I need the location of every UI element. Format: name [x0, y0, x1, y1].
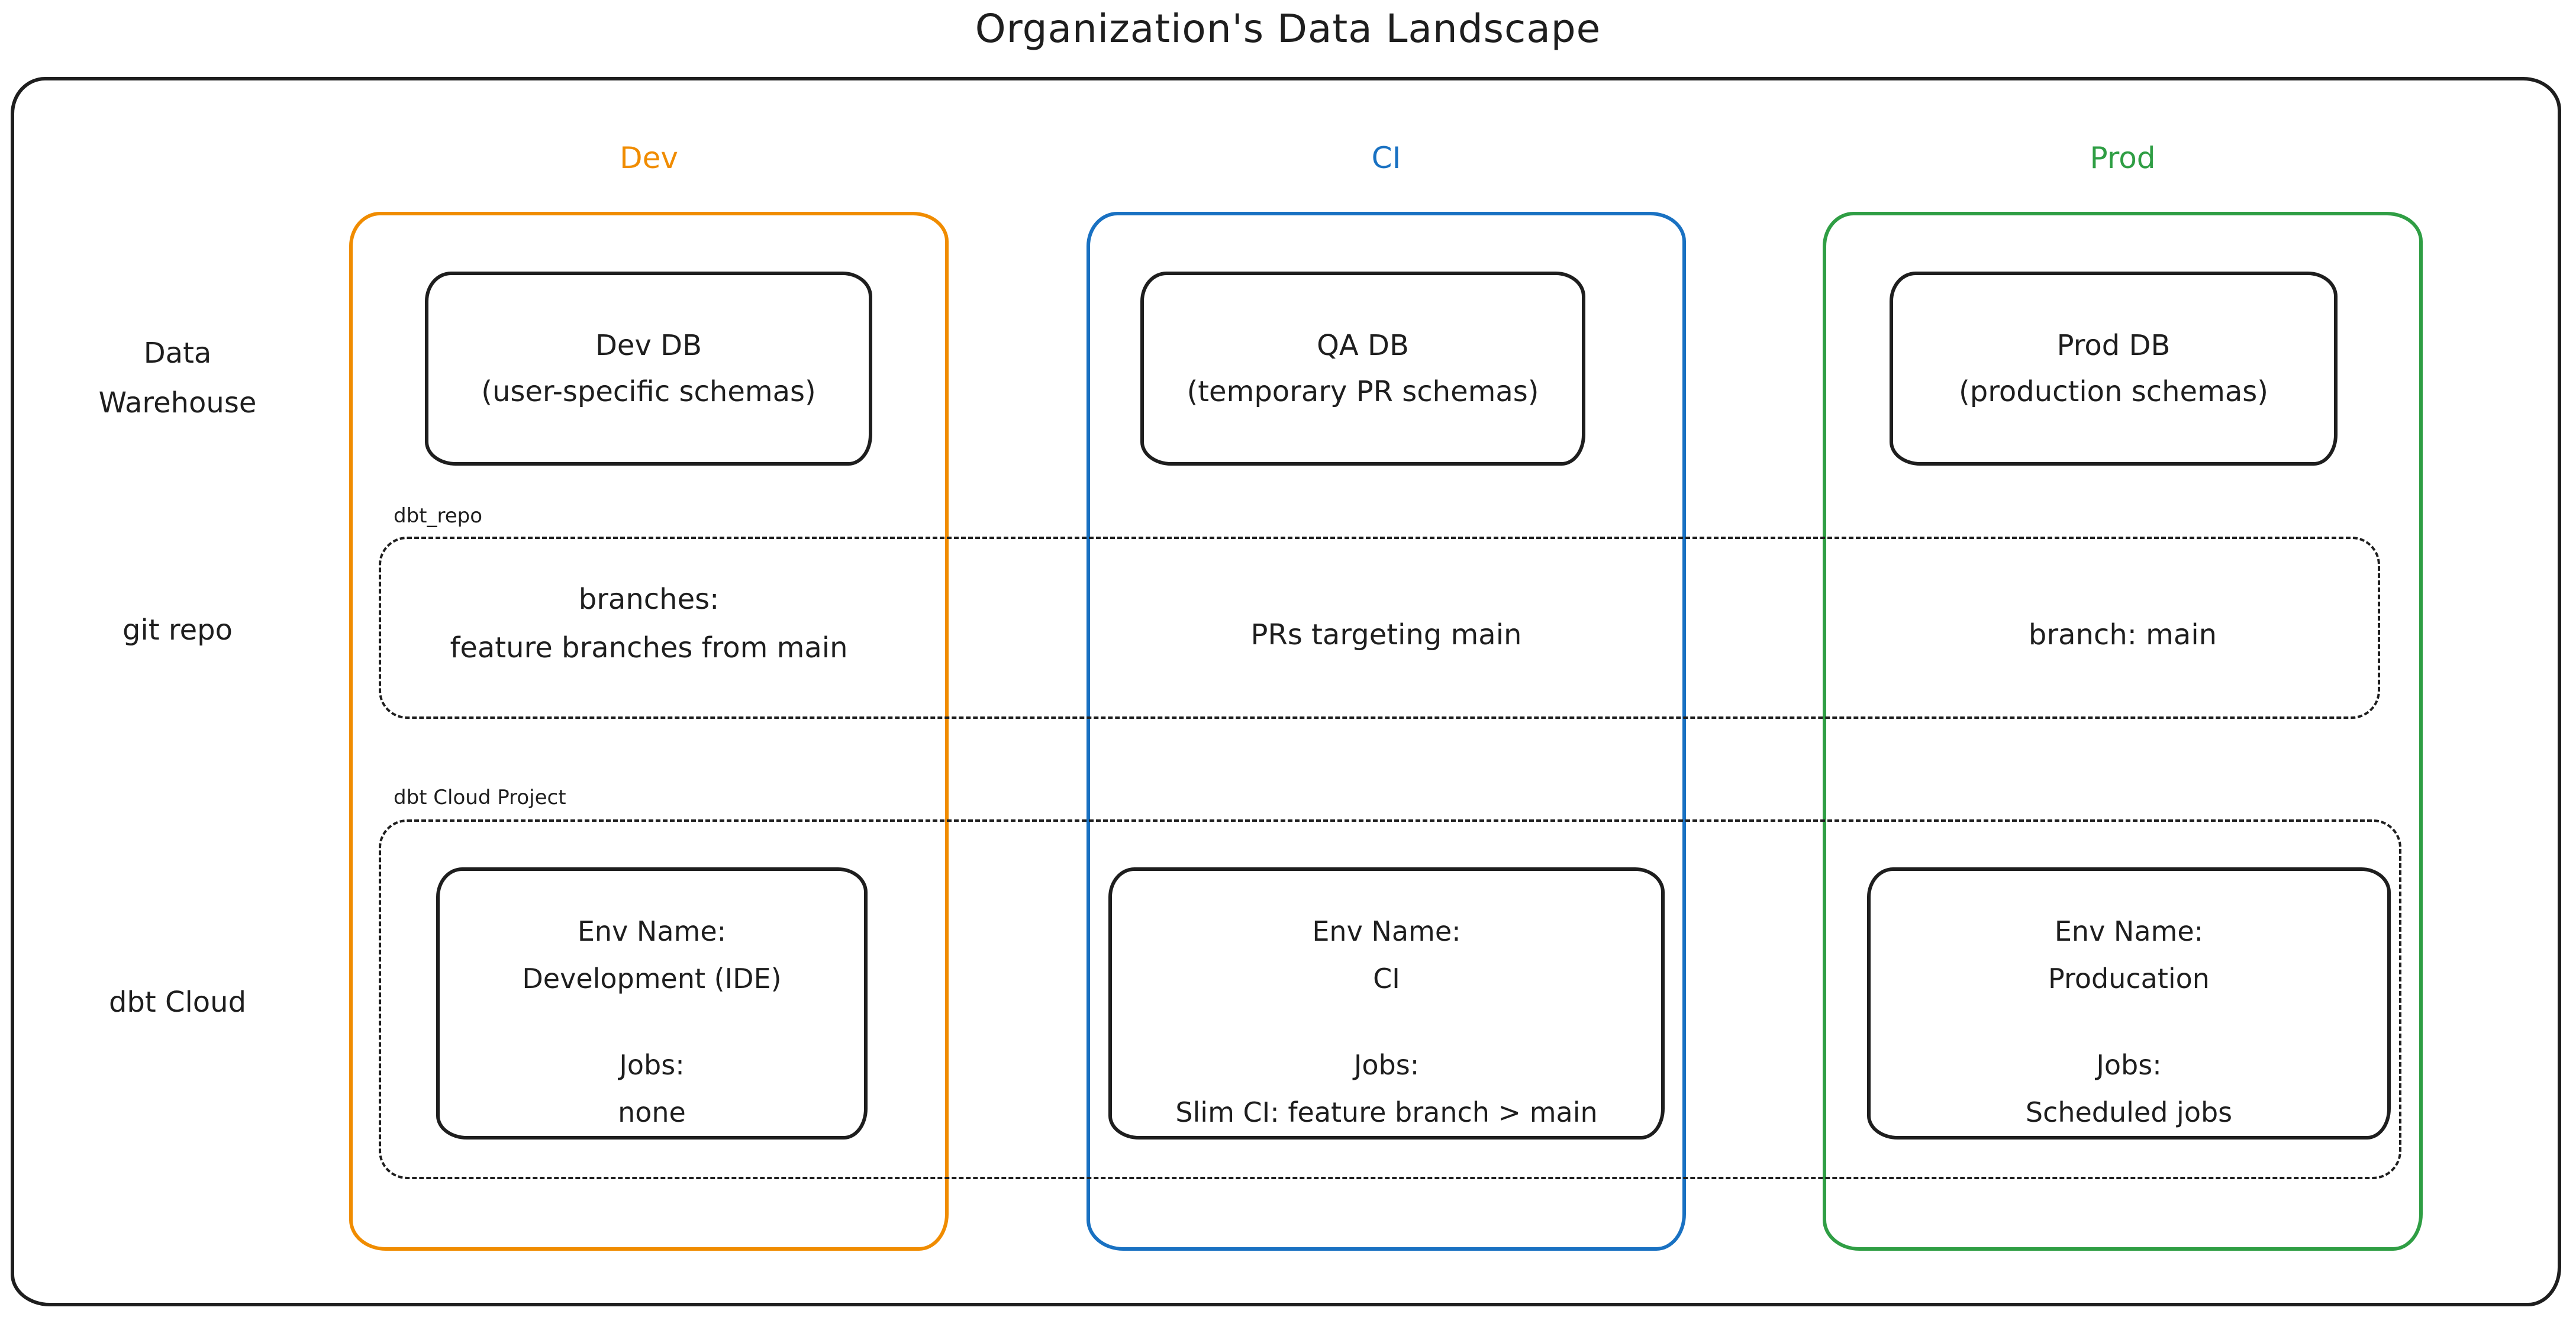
landscape-outer-box — [11, 77, 2561, 1306]
row-label-git-repo: git repo — [122, 614, 233, 647]
row-label-dbt-cloud: dbt Cloud — [108, 986, 247, 1019]
dev-jobs-label: Jobs: — [619, 1049, 685, 1081]
prod-env-label: Env Name: — [2054, 915, 2204, 947]
ci-jobs-label: Jobs: — [1353, 1049, 1420, 1081]
qa-db-box: QA DB (temporary PR schemas) — [1140, 272, 1585, 466]
column-header-ci: CI — [1371, 141, 1401, 175]
prod-environment-box: Env Name: Producation Jobs: Scheduled jo… — [1867, 867, 2391, 1140]
row-label-data-warehouse: Data Warehouse — [24, 328, 331, 428]
dev-env-label: Env Name: — [577, 915, 727, 947]
dev-jobs-value: none — [618, 1096, 686, 1128]
dbt-cloud-project-group-label: dbt Cloud Project — [394, 786, 566, 809]
prod-db-title: Prod DB — [2056, 329, 2171, 362]
ci-jobs-value: Slim CI: feature branch > main — [1175, 1096, 1598, 1128]
qa-db-title: QA DB — [1317, 329, 1409, 362]
dev-db-box: Dev DB (user-specific schemas) — [425, 272, 872, 466]
git-repo-dashed-box — [379, 537, 2380, 719]
row-label-data-warehouse-line1: Data — [143, 337, 212, 370]
dev-db-subtitle: (user-specific schemas) — [481, 375, 816, 408]
diagram-title: Organization's Data Landscape — [975, 6, 1601, 51]
ci-env-label: Env Name: — [1312, 915, 1461, 947]
git-repo-prod-text: branch: main — [2028, 618, 2217, 651]
dev-environment-box: Env Name: Development (IDE) Jobs: none — [436, 867, 868, 1140]
qa-db-subtitle: (temporary PR schemas) — [1187, 375, 1539, 408]
prod-column-box — [1823, 212, 2423, 1251]
column-header-dev: Dev — [620, 141, 678, 175]
dev-env-name: Development (IDE) — [522, 963, 782, 995]
prod-env-name: Producation — [2048, 963, 2210, 995]
ci-environment-box: Env Name: CI Jobs: Slim CI: feature bran… — [1108, 867, 1665, 1140]
dev-db-title: Dev DB — [595, 329, 702, 362]
git-repo-ci-text: PRs targeting main — [1250, 618, 1522, 651]
prod-db-subtitle: (production schemas) — [1959, 375, 2268, 408]
dbt-cloud-project-dashed-box — [379, 819, 2401, 1179]
git-repo-dev-line1: branches: — [578, 583, 720, 616]
prod-db-box: Prod DB (production schemas) — [1890, 272, 2338, 466]
prod-jobs-value: Scheduled jobs — [2025, 1096, 2233, 1128]
ci-env-name: CI — [1373, 963, 1400, 995]
prod-jobs-label: Jobs: — [2096, 1049, 2162, 1081]
ci-column-box — [1087, 212, 1686, 1251]
dev-column-box — [349, 212, 949, 1251]
git-repo-dev-line2: feature branches from main — [450, 631, 848, 664]
row-label-data-warehouse-line2: Warehouse — [98, 386, 257, 419]
column-header-prod: Prod — [2090, 141, 2156, 175]
git-repo-group-label: dbt_repo — [394, 504, 483, 528]
git-repo-dev-text: branches: feature branches from main — [349, 575, 949, 672]
